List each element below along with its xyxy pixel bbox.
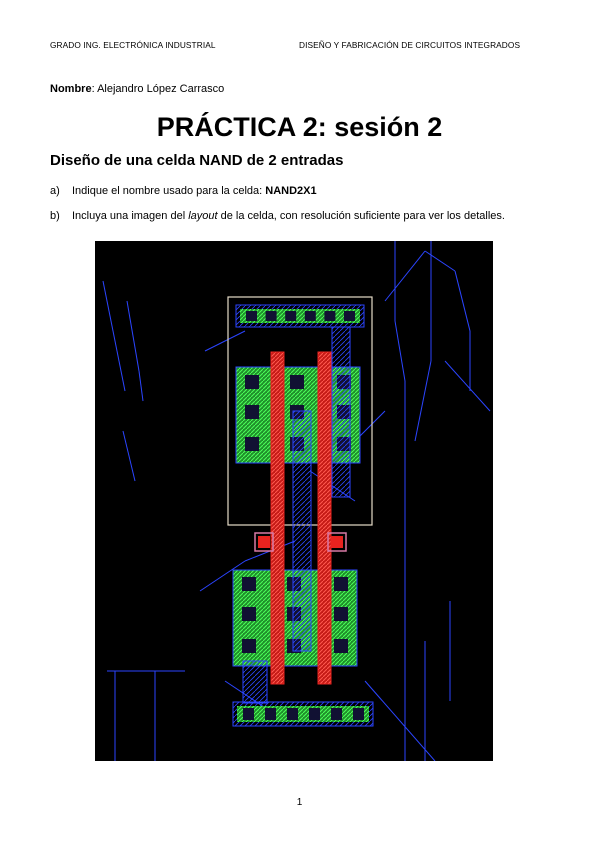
question-a-answer: NAND2X1 (265, 185, 317, 197)
rail-contact-0-4 (324, 311, 336, 321)
question-b-text-after: de la celda, con resolución suficiente p… (217, 210, 505, 222)
rail-contact-0-0 (246, 311, 257, 321)
poly-gate-0 (270, 351, 285, 685)
metal-wire-12 (454, 270, 471, 332)
question-b-letter: b) (50, 210, 60, 222)
metal-wire-2 (126, 300, 140, 372)
rail-contact-0-3 (304, 311, 316, 321)
rail-contact-1-1 (265, 708, 276, 720)
metal-wire-1 (116, 350, 126, 392)
ground-metal-strap (242, 660, 268, 704)
page-number: 1 (296, 797, 303, 808)
rail-contact-1-4 (331, 708, 342, 720)
pmos-contact-0-0 (245, 375, 259, 389)
rail-contact-1-3 (309, 708, 320, 720)
rail-contact-1-0 (243, 708, 254, 720)
metal-wire-11 (424, 250, 456, 272)
question-b: b) Incluya una imagen del layout de la ce… (50, 210, 505, 222)
metal-wire-9 (414, 360, 432, 442)
pmos-contact-0-1 (245, 405, 259, 419)
metal-wire-10 (384, 250, 426, 302)
metal-wire-0 (102, 280, 118, 352)
header-subject: DISEÑO Y FABRICACIÓN DE CIRCUITOS INTEGR… (299, 40, 521, 50)
section-subtitle: Diseño de una celda NAND de 2 entradas (50, 152, 344, 169)
power-rail-active-1 (237, 706, 369, 722)
metal-wire-27 (204, 330, 246, 352)
page-title: PRÁCTICA 2: sesión 2 (156, 112, 443, 142)
author-name: : Alejandro López Carrasco (91, 83, 225, 95)
pmos-contact-1-0 (290, 375, 304, 389)
rail-contact-0-2 (285, 311, 297, 321)
metal-wire-14 (444, 360, 491, 412)
metal-wire-20 (364, 680, 436, 762)
nmos-contact-0-2 (242, 639, 256, 653)
output-metal-strap (331, 326, 351, 498)
input-pad-1 (327, 532, 347, 552)
pmos-contact-0-2 (245, 437, 259, 451)
question-b-text-em: layout (188, 210, 218, 222)
rail-contact-1-2 (287, 708, 298, 720)
input-pad-0 (254, 532, 274, 552)
metal-wire-4 (122, 430, 136, 482)
author-line: Nombre: Alejandro López Carrasco (50, 83, 224, 95)
question-a: a) Indique el nombre usado para la celda:… (50, 185, 317, 197)
input-pad-fill-0 (258, 536, 270, 548)
nmos-contact-0-0 (242, 577, 256, 591)
author-label: Nombre (50, 83, 92, 95)
metal-wire-3 (138, 370, 144, 402)
power-rail-active-0 (240, 309, 360, 323)
rail-contact-0-1 (265, 311, 277, 321)
question-b-text-before: Incluya una imagen del (72, 210, 189, 222)
metal-wire-6 (394, 320, 406, 382)
layout-shapes (227, 296, 374, 727)
question-a-letter: a) (50, 185, 60, 197)
internal-metal-strap (292, 410, 312, 652)
layout-image (95, 241, 493, 762)
nmos-contact-2-2 (334, 639, 348, 653)
rail-contact-1-5 (353, 708, 364, 720)
nmos-contact-0-1 (242, 607, 256, 621)
nmos-contact-2-0 (334, 577, 348, 591)
metal-wire-22 (199, 560, 246, 592)
nand-layout-drawing (102, 241, 491, 762)
rail-contact-0-5 (344, 311, 355, 321)
question-a-text: Indique el nombre usado para la celda: (72, 185, 266, 197)
header-course: GRADO ING. ELECTRÓNICA INDUSTRIAL (50, 40, 216, 50)
poly-gate-1 (317, 351, 332, 685)
input-pad-fill-1 (331, 536, 343, 548)
nmos-contact-2-1 (334, 607, 348, 621)
